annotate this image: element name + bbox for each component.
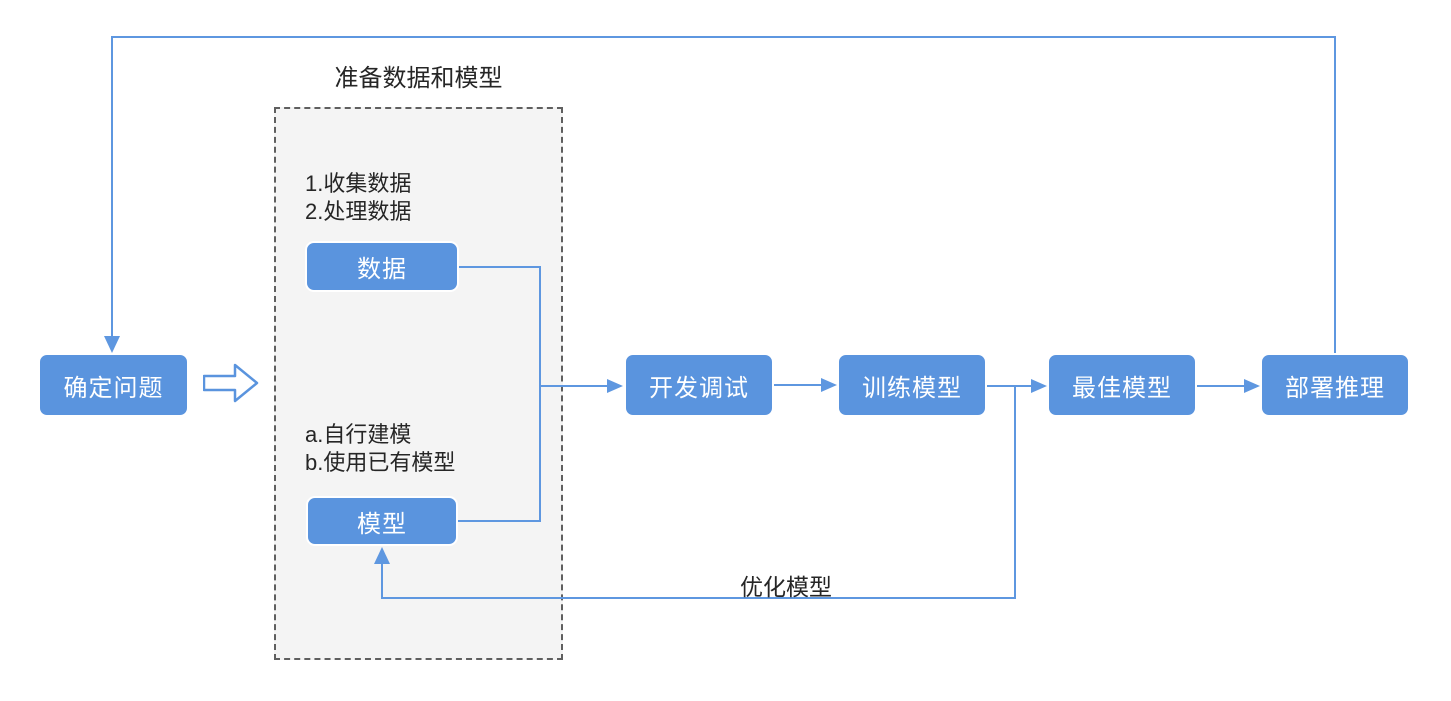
- model-notes: a.自行建模 b.使用已有模型: [305, 422, 456, 475]
- loop-arrowhead-down-icon: [104, 336, 120, 353]
- block-arrow-icon: [203, 363, 259, 403]
- best-arrowhead-icon: [1031, 379, 1047, 393]
- node-deploy-inference: 部署推理: [1260, 353, 1410, 417]
- node-determine-problem: 确定问题: [38, 353, 189, 417]
- optimize-feedback-connector: [381, 386, 1016, 599]
- node-model: 模型: [306, 496, 458, 546]
- train-arrowhead-icon: [821, 378, 837, 392]
- node-train-model: 训练模型: [837, 353, 987, 417]
- prepare-group-title: 准备数据和模型: [334, 65, 503, 92]
- data-model-merge-connector: [458, 266, 541, 522]
- node-best-model: 最佳模型: [1047, 353, 1197, 417]
- node-data: 数据: [305, 241, 459, 292]
- node-develop-debug: 开发调试: [624, 353, 774, 417]
- optimize-model-edge-label: 优化模型: [740, 574, 832, 600]
- data-notes: 1.收集数据 2.处理数据: [305, 171, 412, 224]
- prepare-group-container: [274, 107, 563, 660]
- model-arrowhead-up-icon: [374, 547, 390, 564]
- deploy-arrowhead-icon: [1244, 379, 1260, 393]
- develop-arrowhead-icon: [607, 379, 623, 393]
- loop-deploy-to-determine-connector: [111, 36, 1336, 353]
